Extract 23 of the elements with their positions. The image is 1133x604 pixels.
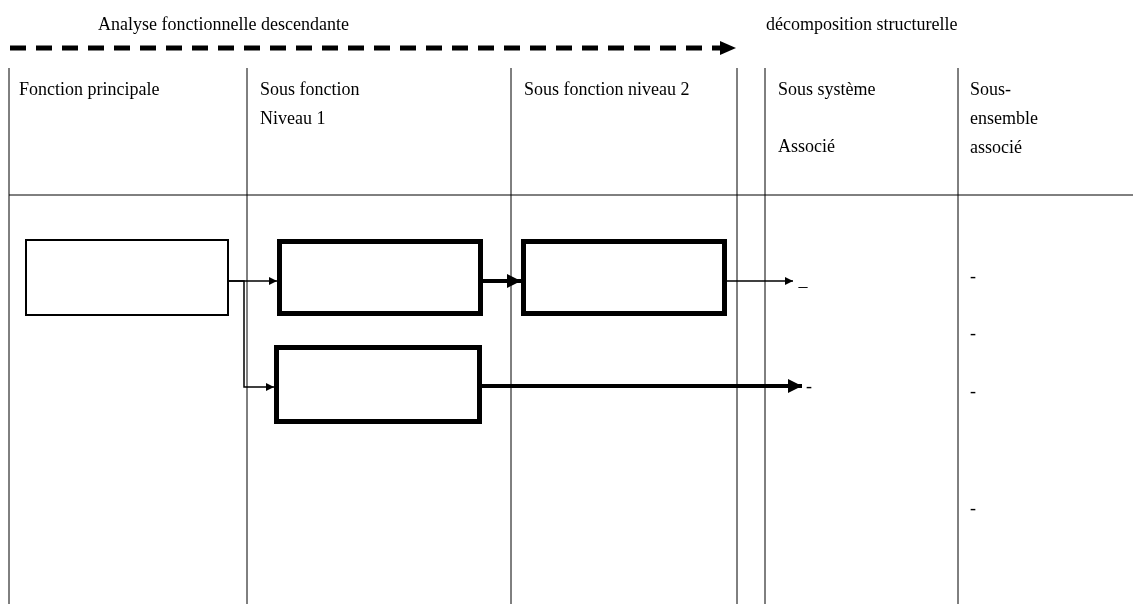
sub-function-box (277, 239, 483, 316)
list-dash: - (970, 265, 976, 288)
list-dash: - (970, 497, 976, 520)
function-box (25, 239, 229, 316)
column-header: Sous- ensemble associé (970, 78, 1039, 159)
arrow (482, 379, 802, 393)
arrow (483, 274, 521, 288)
column-header: Sous système (778, 78, 876, 101)
section-heading: décomposition structurelle (766, 13, 958, 36)
column-header: Associé (778, 135, 835, 158)
output-dash: - (802, 374, 816, 398)
arrow (228, 280, 275, 391)
column-header: Fonction principale (19, 78, 160, 101)
list-dash: - (970, 322, 976, 345)
sub-function-box (274, 345, 482, 424)
sub-function-box (521, 239, 727, 316)
arrow (726, 277, 794, 285)
column-header: Niveau 1 (260, 107, 326, 130)
output-dash: _ (793, 268, 813, 292)
list-dash: - (970, 380, 976, 403)
section-heading: Analyse fonctionnelle descendante (98, 13, 349, 36)
column-header: Sous fonction (260, 78, 360, 101)
column-header: Sous fonction niveau 2 (524, 78, 690, 101)
